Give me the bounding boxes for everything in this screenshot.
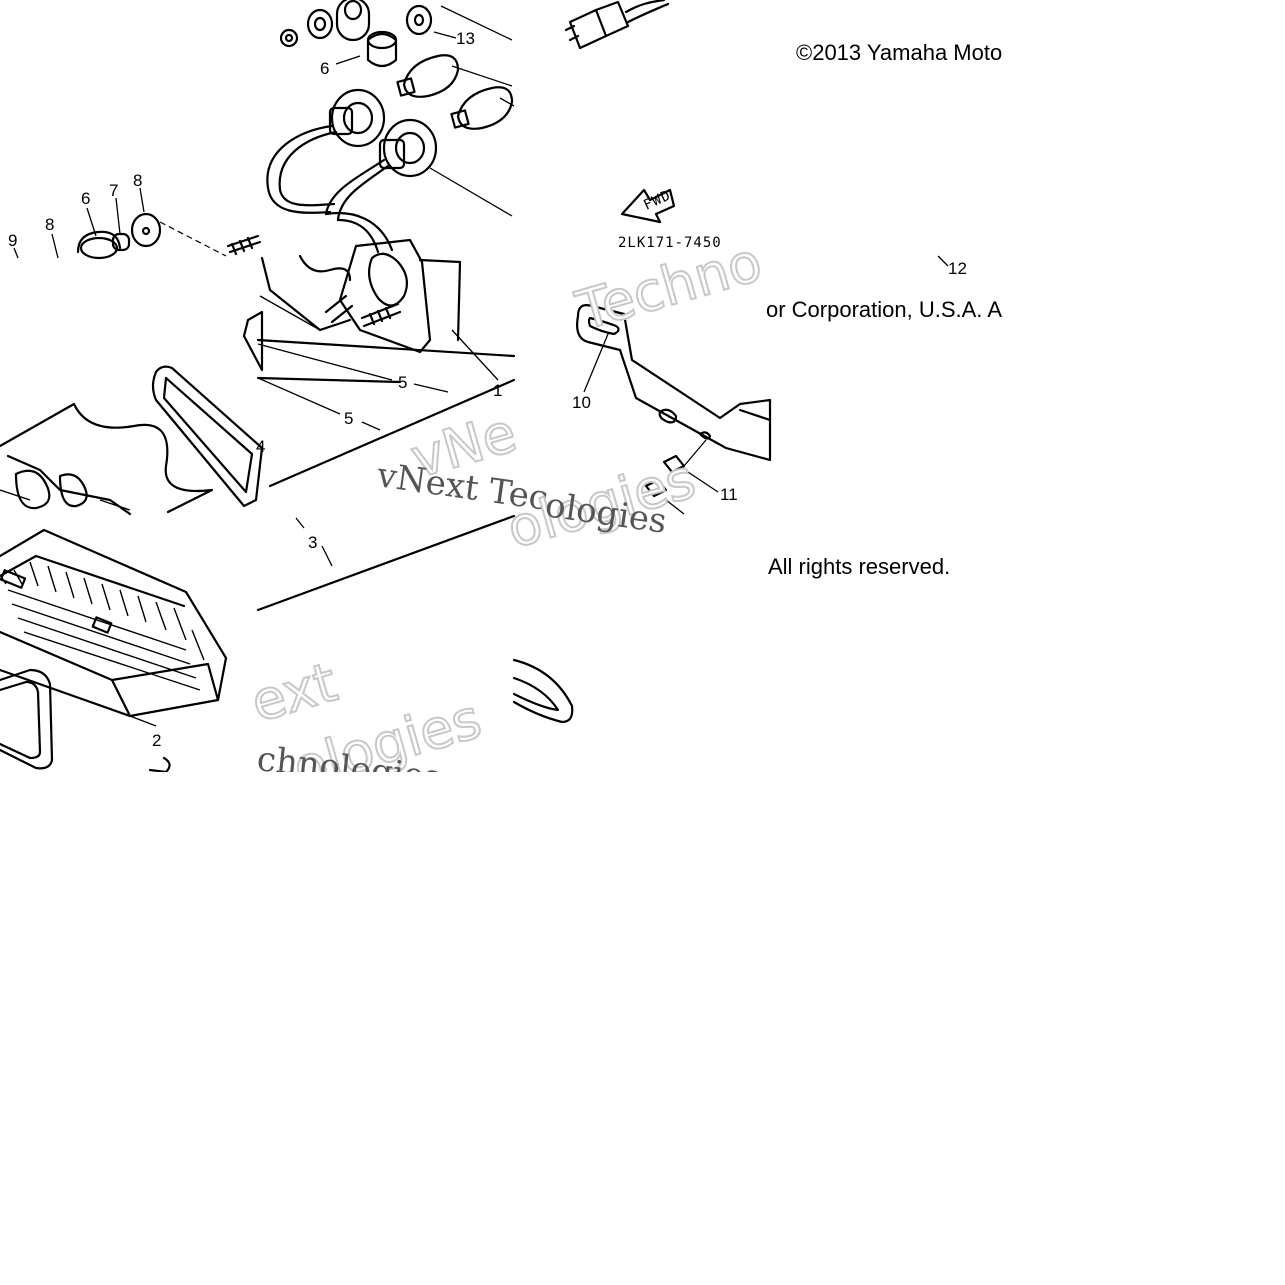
mounting-hardware-left <box>13 187 262 260</box>
callout-13: 13 <box>456 29 475 48</box>
watermark-group: Techno vNe vNext Tec ologies ologies ext… <box>243 229 769 801</box>
lens-gasket <box>151 365 264 508</box>
grommet-and-bulb-group <box>266 0 515 254</box>
leader-lines-lower <box>256 514 516 612</box>
reflector <box>512 658 574 724</box>
wire-connector <box>564 0 670 50</box>
watermark-text: ext <box>244 650 343 734</box>
callout-4: 4 <box>256 437 265 456</box>
license-bracket <box>576 255 949 515</box>
part-code: 2LK171-7450 <box>618 235 722 251</box>
callout-1: 1 <box>493 381 502 400</box>
copyright-line-2: or Corporation, U.S.A. A <box>766 297 1002 322</box>
callout-6: 6 <box>81 189 90 208</box>
fwd-arrow-icon: FWD <box>620 187 676 224</box>
callout-8: 8 <box>45 215 54 234</box>
callout-10: 10 <box>572 393 591 412</box>
callout-2: 2 <box>152 731 161 750</box>
callout-numbers: 13 6 6 7 8 8 9 5 5 1 4 3 2 10 11 12 <box>8 29 967 750</box>
copyright-line-1: ©2013 Yamaha Moto <box>796 40 1002 65</box>
housing-frame <box>0 402 214 516</box>
taillight-base <box>242 238 516 488</box>
copyright-line-3: All rights reserved. <box>768 554 950 579</box>
callout-5: 5 <box>344 409 353 428</box>
callout-11: 11 <box>720 485 738 504</box>
callout-7: 7 <box>109 181 118 200</box>
callout-8: 8 <box>133 171 142 190</box>
callout-12: 12 <box>948 259 967 278</box>
callout-5: 5 <box>398 373 407 392</box>
callout-9: 9 <box>8 231 17 250</box>
taillight-lens <box>0 528 228 774</box>
callout-3: 3 <box>308 533 317 552</box>
callout-6: 6 <box>320 59 329 78</box>
